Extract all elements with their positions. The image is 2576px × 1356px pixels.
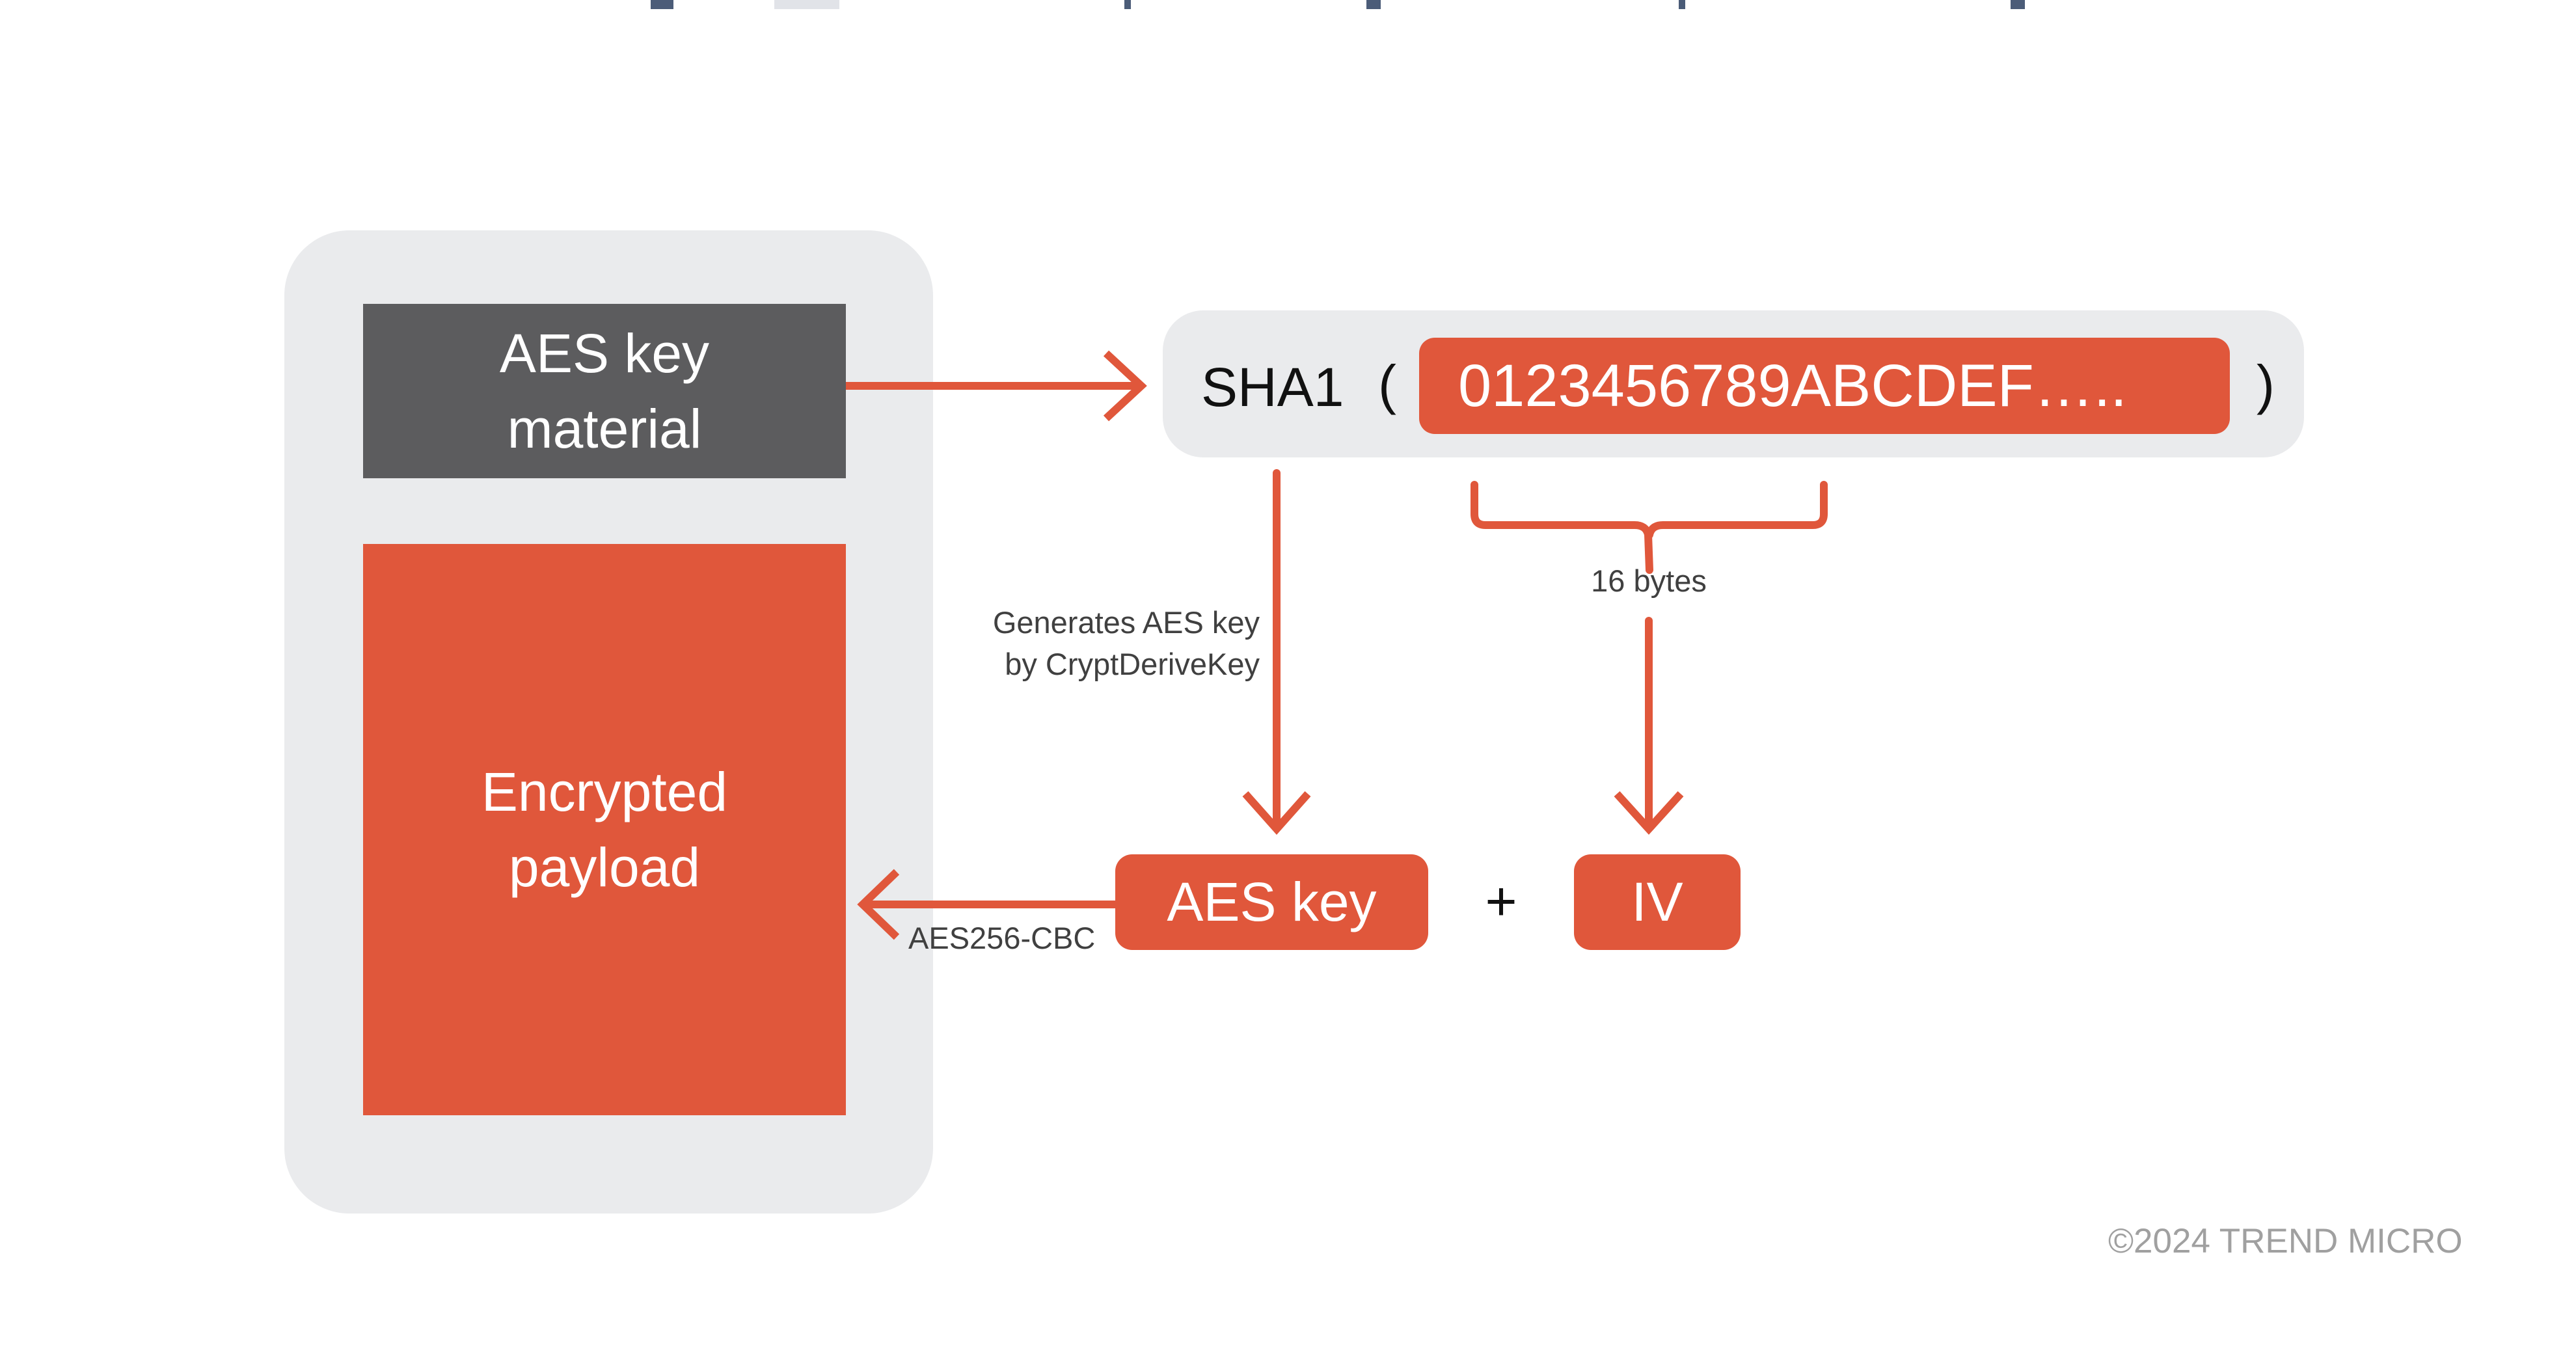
- iv-length-caption: 16 bytes: [1591, 563, 1707, 598]
- aes-key-material-box: AES key material: [363, 304, 846, 478]
- encrypted-payload-line2: payload: [508, 837, 701, 898]
- cropped-header-fragment: [1124, 0, 1131, 9]
- arrowhead-down-icon: [1614, 791, 1684, 835]
- cropped-header-fragment: [774, 0, 839, 9]
- sha1-input-value-box: 0123456789ABCDEF…..: [1419, 338, 2230, 434]
- plus-sign: +: [1485, 871, 1517, 932]
- cropped-header-fragment: [651, 0, 673, 9]
- aes-key-box: AES key: [1115, 854, 1428, 950]
- arrowhead-right-icon: [1103, 350, 1147, 422]
- aes-key-material-line2: material: [507, 398, 702, 459]
- sha1-label: SHA1: [1201, 357, 1344, 418]
- derive-key-caption-line1: Generates AES key: [992, 605, 1260, 640]
- brace-16-bytes-icon: [1471, 481, 1828, 574]
- arrowhead-down-icon: [1242, 791, 1311, 835]
- cropped-header-fragment: [1679, 0, 1685, 9]
- encrypted-payload-box: Encrypted payload: [363, 544, 846, 1115]
- copyright-notice: ©2024 TREND MICRO: [2108, 1222, 2463, 1260]
- iv-box: IV: [1574, 854, 1741, 950]
- cipher-mode-caption: AES256-CBC: [908, 921, 1096, 955]
- aes-key-material-line1: AES key: [499, 323, 710, 384]
- open-parenthesis: (: [1378, 354, 1396, 415]
- cropped-header-fragment: [1366, 0, 1381, 9]
- close-parenthesis: ): [2257, 354, 2275, 415]
- derive-key-caption-line2: by CryptDeriveKey: [1005, 647, 1260, 681]
- cropped-header-fragment: [2011, 0, 2025, 9]
- encrypted-payload-line1: Encrypted: [481, 761, 728, 822]
- derive-key-caption: Generates AES key by CryptDeriveKey: [950, 602, 1260, 685]
